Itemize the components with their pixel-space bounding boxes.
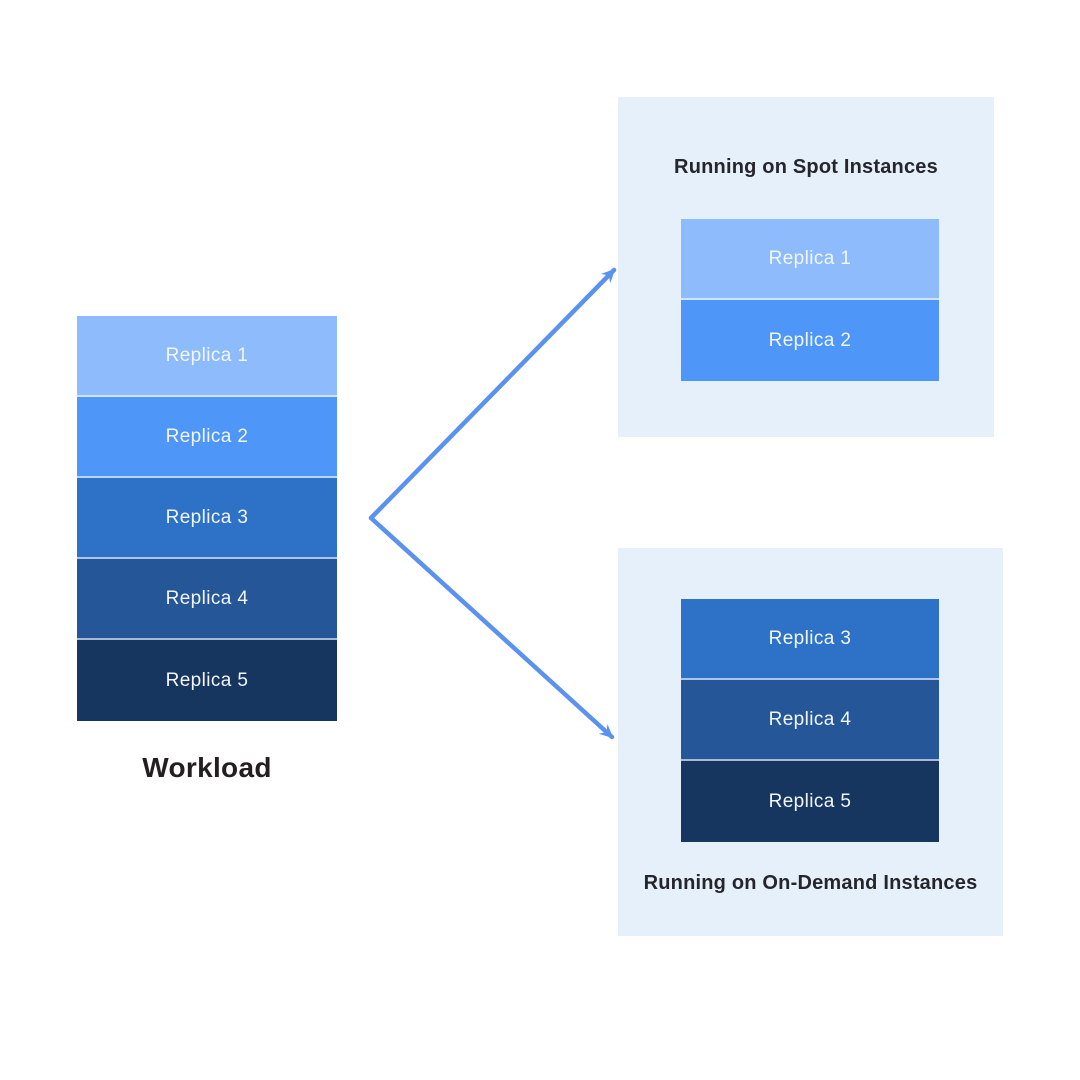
workload-replica-4-label: Replica 4 <box>165 587 249 609</box>
arrow-to-ondemand-icon <box>368 515 615 740</box>
ondemand-stack: Replica 3 Replica 4 Replica 5 <box>681 599 939 842</box>
workload-replica-5-label: Replica 5 <box>165 669 249 691</box>
spot-stack: Replica 1 Replica 2 <box>681 219 939 381</box>
ondemand-replica-3-bar: Replica 3 <box>681 599 939 680</box>
workload-replica-3-bar: Replica 3 <box>77 478 337 559</box>
spot-replica-1-bar: Replica 1 <box>681 219 939 300</box>
workload-stack: Replica 1 Replica 2 Replica 3 Replica 4 … <box>77 316 337 721</box>
ondemand-replica-4-label: Replica 4 <box>768 708 852 730</box>
workload-replica-3-label: Replica 3 <box>165 506 249 528</box>
arrow-to-spot-icon <box>368 267 617 521</box>
workload-replica-2-bar: Replica 2 <box>77 397 337 478</box>
workload-label: Workload <box>142 752 272 783</box>
spot-panel-title: Running on Spot Instances <box>674 156 938 178</box>
workload-replica-4-bar: Replica 4 <box>77 559 337 640</box>
workload-replica-1-label: Replica 1 <box>165 344 249 366</box>
ondemand-replica-3-label: Replica 3 <box>768 627 852 649</box>
ondemand-replica-5-label: Replica 5 <box>768 790 852 812</box>
ondemand-replica-4-bar: Replica 4 <box>681 680 939 761</box>
workload-replica-2-label: Replica 2 <box>165 425 249 447</box>
ondemand-panel-title: Running on On-Demand Instances <box>643 872 978 894</box>
workload-replica-1-bar: Replica 1 <box>77 316 337 397</box>
spot-replica-2-label: Replica 2 <box>768 329 852 351</box>
spot-replica-2-bar: Replica 2 <box>681 300 939 381</box>
ondemand-replica-5-bar: Replica 5 <box>681 761 939 842</box>
spot-replica-1-label: Replica 1 <box>768 247 852 269</box>
workload-replica-5-bar: Replica 5 <box>77 640 337 721</box>
